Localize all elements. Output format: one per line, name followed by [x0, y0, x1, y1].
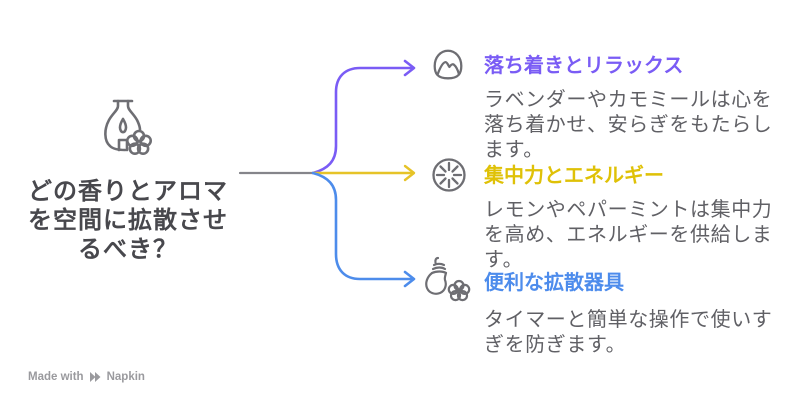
made-with-napkin-link[interactable]: Made with Napkin [28, 371, 145, 383]
branch-title-diffuser-device: 便利な拡散器具 [484, 272, 624, 294]
connector-arrow-2 [403, 164, 416, 182]
aroma-burner-flower-icon [104, 99, 153, 156]
connector-branch-1 [311, 66, 415, 175]
made-with-label: Made with [28, 371, 84, 383]
question-text: どの香りとアロマ を空間に拡散させ るべき？ [28, 178, 228, 263]
branch-body-calm-relax: ラベンダーやカモミールは心を落ち着かせ、安らぎをもたらします。 [484, 89, 773, 161]
branch-body-diffuser-device: タイマーと簡単な操作で使いすぎを防ぎます。 [484, 309, 773, 356]
diffuser-bottle-flower-icon [425, 256, 471, 302]
branch-body-focus-energy: レモンやペパーミントは集中力を高め、エネルギーを供給します。 [484, 199, 773, 271]
napkin-logo-icon [89, 372, 101, 382]
energy-burst-icon [432, 158, 466, 192]
brand-label: Napkin [106, 371, 145, 383]
connector-branch-3 [311, 171, 415, 281]
connector-arrow-3 [403, 270, 416, 288]
connector-arrow-1 [403, 59, 416, 77]
mountain-dome-icon [433, 49, 463, 80]
branch-title-calm-relax: 落ち着きとリラックス [484, 55, 684, 77]
branch-title-focus-energy: 集中力とエネルギー [484, 165, 664, 187]
